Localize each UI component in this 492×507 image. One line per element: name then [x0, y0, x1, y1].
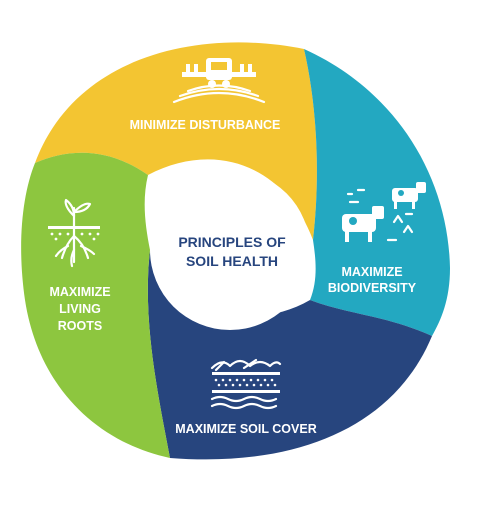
soil-layers-icon	[210, 358, 282, 410]
center-title-line1: PRINCIPLES OF	[178, 234, 286, 250]
livestock-icon	[342, 182, 426, 242]
segment-maximize-living-roots	[21, 152, 170, 458]
label-minimize-disturbance: MINIMIZE DISTURBANCE	[130, 118, 281, 132]
label-maximize-living-roots-line1: MAXIMIZE	[49, 285, 110, 299]
center-title-line2: SOIL HEALTH	[186, 253, 278, 269]
center-circle	[150, 170, 310, 330]
segment-maximize-biodiversity	[304, 49, 450, 336]
label-maximize-living-roots-line2: LIVING	[59, 302, 101, 316]
label-maximize-soil-cover: MAXIMIZE SOIL COVER	[175, 422, 316, 436]
label-maximize-biodiversity-line2: BIODIVERSITY	[328, 281, 417, 295]
label-maximize-living-roots-line3: ROOTS	[58, 319, 102, 333]
segment-maximize-soil-cover	[147, 250, 432, 460]
plant-roots-icon	[48, 198, 100, 268]
label-maximize-biodiversity-line1: MAXIMIZE	[341, 265, 402, 279]
tractor-tilling-icon	[172, 58, 266, 104]
